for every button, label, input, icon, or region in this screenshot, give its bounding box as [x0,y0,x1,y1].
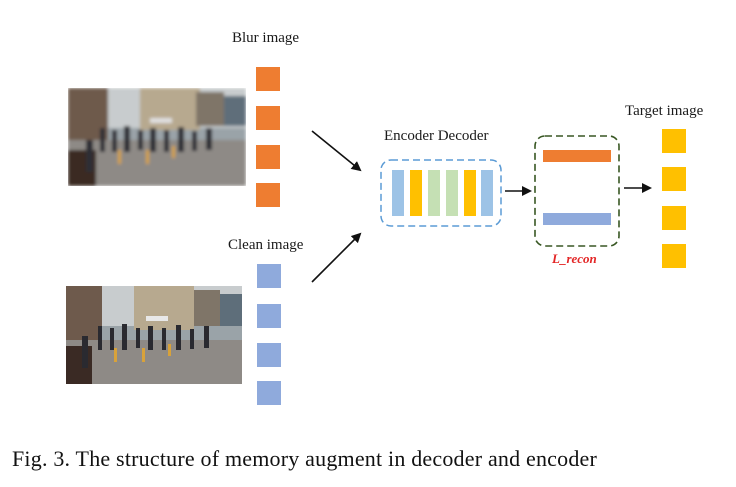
clean-token [257,264,281,288]
decoder-layer [481,170,493,216]
decoder-layer [464,170,476,216]
target-image-label: Target image [625,103,704,119]
clean-photo [66,286,242,384]
clean-token [257,381,281,405]
blur-photo [68,88,246,186]
target-token [662,167,686,191]
encoder-layer [392,170,404,216]
target-token [662,206,686,230]
clean-token [257,304,281,328]
clean-token [257,343,281,367]
arrow-blur-to-encoder [311,130,362,172]
target-token-column [662,129,686,268]
target-token [662,244,686,268]
arrow-clean-to-encoder [311,232,362,283]
loss-frame [534,135,620,247]
loss-clean-bar [543,213,611,225]
encoder-decoder-layers [392,170,493,216]
figure-caption: Fig. 3. The structure of memory augment … [12,446,598,471]
loss-blur-bar [543,150,611,162]
blur-token [256,145,280,169]
encoder-layer [428,170,440,216]
blur-token [256,183,280,207]
target-token [662,129,686,153]
clean-image-label: Clean image [228,237,304,253]
blur-token [256,67,280,91]
clean-token-column [257,264,281,405]
decoder-layer [446,170,458,216]
encoder-decoder-label: Encoder Decoder [384,128,489,144]
blur-image-label: Blur image [232,30,300,46]
blur-token [256,106,280,130]
encoder-decoder-frame [380,159,502,227]
encoder-layer [410,170,422,216]
loss-label: L_recon [552,251,597,266]
blur-token-column [256,67,280,207]
